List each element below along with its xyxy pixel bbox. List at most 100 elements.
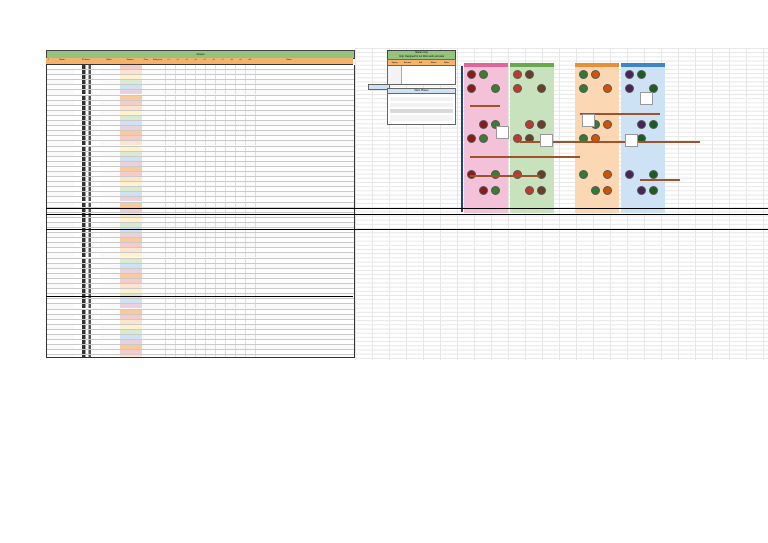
- table-cell: [235, 253, 245, 258]
- table-cell: [100, 345, 120, 349]
- table-cell: [52, 90, 74, 94]
- table-cell: [52, 136, 74, 140]
- table-cell: [100, 243, 120, 247]
- table-cell: [74, 243, 100, 248]
- table-cell: [142, 136, 152, 140]
- table-cell: [215, 197, 225, 202]
- table-cell: [142, 315, 152, 319]
- crop-tile: [640, 92, 653, 105]
- table-cell: [245, 65, 255, 69]
- table-cell: [245, 121, 255, 126]
- table-cell: [265, 70, 335, 74]
- table-cell: [120, 95, 142, 100]
- table-cell: [74, 263, 100, 268]
- table-cell: [152, 162, 165, 166]
- table-cell: [152, 167, 165, 171]
- table-cell: [100, 177, 120, 181]
- table-cell: [185, 90, 195, 95]
- table-cell: [165, 131, 175, 136]
- table-cell: [142, 70, 152, 74]
- table-cell: [52, 96, 74, 100]
- table-cell: [52, 310, 74, 314]
- table-cell: [185, 126, 195, 131]
- table-cell: [265, 253, 335, 257]
- table-cell: [120, 222, 142, 227]
- legend-title-text: Moon Phases: [414, 90, 429, 92]
- table-cell: [245, 309, 255, 314]
- table-cell: [142, 147, 152, 151]
- table-cell: [225, 182, 235, 187]
- table-cell: [255, 65, 265, 69]
- table-cell: [185, 85, 195, 90]
- table-cell: [74, 141, 100, 146]
- crop-icon: [479, 70, 488, 79]
- table-cell: [152, 238, 165, 242]
- table-row: [47, 345, 354, 351]
- info-label-winter: Winter: [430, 62, 437, 64]
- table-cell: [120, 233, 142, 238]
- table-cell: [152, 320, 165, 324]
- table-cell: [165, 324, 175, 329]
- table-cell: [215, 253, 225, 258]
- table-cell: [225, 324, 235, 329]
- table-cell: [74, 70, 100, 75]
- table-cell: [215, 100, 225, 105]
- table-cell: [175, 207, 185, 212]
- table-cell: [245, 182, 255, 187]
- table-cell: [100, 75, 120, 79]
- table-cell: [265, 325, 335, 329]
- table-cell: [235, 228, 245, 232]
- table-cell: [245, 90, 255, 95]
- table-cell: [205, 243, 215, 248]
- table-cell: [215, 289, 225, 294]
- table-cell: [120, 217, 142, 222]
- table-cell: [255, 182, 265, 187]
- table-cell: [175, 228, 185, 232]
- crop-icon: [513, 84, 522, 93]
- col-id: ID Name: [82, 59, 90, 61]
- table-cell: [215, 355, 225, 357]
- col-notes: Notes: [286, 59, 292, 61]
- table-cell: [185, 141, 195, 146]
- table-cell: [205, 217, 215, 222]
- table-cell: [195, 233, 205, 238]
- table-cell: [175, 304, 185, 309]
- table-cell: [265, 259, 335, 263]
- crop-icon: [491, 170, 500, 179]
- table-cell: [175, 238, 185, 243]
- table-cell: [175, 115, 185, 120]
- table-cell: [195, 319, 205, 324]
- table-row: [47, 304, 354, 310]
- crop-icon: [603, 170, 612, 179]
- table-cell: [255, 304, 265, 309]
- table-cell: [215, 126, 225, 131]
- col-effect: Effect: [106, 59, 112, 61]
- table-cell: [195, 284, 205, 289]
- table-cell: [152, 233, 165, 237]
- table-cell: [175, 131, 185, 136]
- table-cell: [205, 248, 215, 253]
- table-cell: [100, 253, 120, 257]
- table-cell: [225, 217, 235, 222]
- table-cell: [185, 131, 195, 136]
- table-cell: [195, 110, 205, 115]
- table-cell: [195, 171, 205, 176]
- table-cell: [152, 253, 165, 257]
- table-cell: [165, 329, 175, 334]
- table-cell: [52, 284, 74, 288]
- table-cell: [165, 156, 175, 161]
- table-cell: [100, 304, 120, 308]
- table-row: [47, 151, 354, 157]
- table-cell: [175, 350, 185, 355]
- table-cell: [225, 350, 235, 355]
- table-cell: [74, 100, 100, 105]
- table-cell: [100, 340, 120, 344]
- table-cell: [255, 80, 265, 85]
- table-cell: [152, 172, 165, 176]
- table-cell: [185, 202, 195, 207]
- table-cell: [235, 90, 245, 95]
- legend-body: [387, 93, 456, 125]
- table-cell: [215, 95, 225, 100]
- table-cell: [142, 203, 152, 207]
- table-cell: [245, 299, 255, 304]
